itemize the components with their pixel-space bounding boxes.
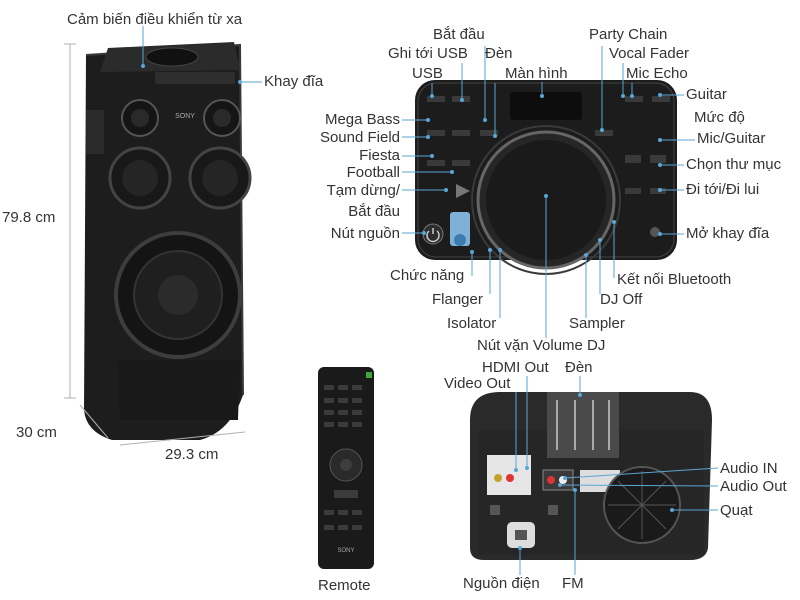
label-back-light: Đèn [565, 359, 593, 376]
speaker-tower: SONY [84, 42, 252, 440]
back-panel [470, 392, 712, 560]
label-bluetooth: Kết nối Bluetooth [617, 271, 732, 288]
label-mic-echo: Mic Echo [626, 65, 688, 82]
label-mic-guitar: Mic/Guitar [697, 130, 766, 147]
label-power-button: Nút nguồn [330, 225, 400, 242]
label-usb-record: Ghi tới USB [388, 45, 468, 62]
remote-brand: SONY [337, 548, 354, 554]
height-dimension: 79.8 cm [2, 209, 56, 226]
label-volume-knob: Nút vặn Volume DJ [477, 337, 606, 354]
display-screen [510, 92, 582, 120]
label-open-tray: Mở khay đĩa [686, 225, 770, 242]
remote-control: SONY [318, 367, 374, 569]
label-dj-off: DJ Off [600, 291, 643, 308]
label-function: Chức năng [390, 267, 465, 284]
eject-button [650, 227, 660, 237]
label-fm: FM [562, 575, 584, 592]
label-party-chain: Party Chain [589, 26, 668, 43]
play-pause-icon [456, 184, 470, 198]
label-skip: Đi tới/Đi lui [686, 181, 760, 198]
label-football: Football [346, 164, 400, 181]
remote-sensor-label: Cảm biến điều khiển từ xa [67, 11, 243, 28]
label-vocal-fader: Vocal Fader [609, 45, 690, 62]
label-video-out: Video Out [444, 375, 511, 392]
label-light: Đèn [485, 45, 513, 62]
label-pause-play-2: Bắt đầu [348, 203, 400, 220]
width-dimension: 29.3 cm [165, 446, 219, 463]
label-guitar: Guitar [686, 86, 727, 103]
label-mega-bass: Mega Bass [324, 111, 400, 128]
power-icon [426, 228, 440, 243]
label-sampler: Sampler [569, 315, 625, 332]
label-start: Bắt đầu [433, 26, 485, 43]
label-flanger: Flanger [432, 291, 483, 308]
label-sound-field: Sound Field [319, 129, 400, 146]
label-fiesta: Fiesta [359, 147, 400, 164]
label-level: Mức độ [694, 109, 745, 126]
label-hdmi-out: HDMI Out [482, 359, 549, 376]
label-display: Màn hình [505, 65, 568, 82]
label-usb: USB [412, 65, 443, 82]
label-pause-play-1: Tạm dừng/ [326, 182, 400, 199]
label-isolator: Isolator [447, 315, 497, 332]
disc-tray-label: Khay đĩa [264, 73, 324, 90]
back-light-panel [547, 392, 619, 458]
remote-caption: Remote [318, 577, 371, 594]
disc-tray-slot [155, 72, 235, 84]
label-audio-out: Audio Out [720, 478, 787, 495]
dimension-lines [64, 43, 246, 446]
label-fan: Quạt [720, 502, 753, 519]
speaker-brand: SONY [175, 113, 195, 120]
label-power-input: Nguồn điện [463, 575, 540, 592]
control-panel [415, 80, 677, 275]
label-folder-select: Chọn thư mục [686, 156, 782, 173]
depth-dimension: 30 cm [16, 424, 57, 441]
label-audio-in: Audio IN [720, 460, 778, 477]
